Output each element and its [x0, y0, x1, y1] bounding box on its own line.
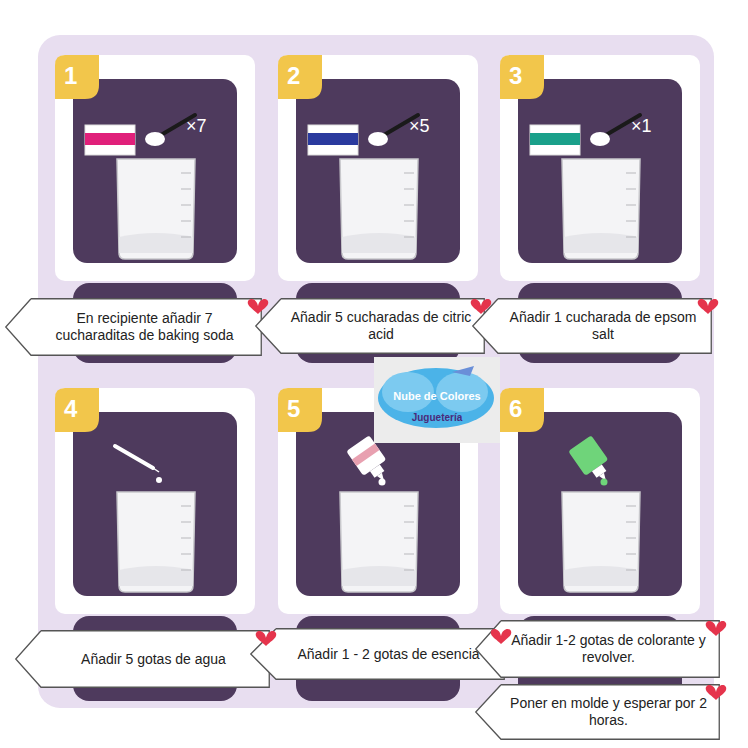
arrow-shape [251, 629, 505, 680]
step-text: Añadir 5 gotas de agua [15, 630, 270, 688]
heart-icon [706, 685, 727, 700]
step-text: Añadir 5 cucharadas de citric acid [255, 298, 485, 354]
arrow-shape [473, 299, 712, 354]
callout-number: 4 [64, 395, 77, 423]
arrow-shape [6, 299, 262, 356]
arrow-shape [16, 631, 270, 688]
panel [38, 35, 714, 708]
step-callout: Poner en molde y esperar por 2 horas. [475, 684, 720, 740]
step-text: Añadir 1 - 2 gotas de esencia [250, 628, 505, 680]
arrow-outline [472, 298, 712, 354]
step-callout: Añadir 1-2 gotas de colorante y revolver… [475, 620, 720, 678]
heart-icon [256, 631, 277, 646]
quantity-mark: ×1 [631, 116, 652, 137]
heart-icon [471, 299, 492, 314]
callout-number: 2 [287, 62, 300, 90]
arrow-shape [476, 621, 720, 678]
callout-number: 1 [64, 62, 77, 90]
step-text: Añadir 1 cucharada de epsom salt [472, 298, 712, 354]
step-text: En recipiente añadir 7 cucharaditas de b… [5, 298, 262, 356]
heart-icon [491, 629, 512, 644]
quantity-mark: ×7 [186, 116, 207, 137]
step-text: Añadir 1-2 gotas de colorante y revolver… [475, 620, 720, 678]
logo [374, 357, 500, 443]
callout-number: 6 [509, 395, 522, 423]
heart-icon [706, 621, 727, 636]
logo-text: Juguetería [412, 412, 463, 423]
step-callout: Añadir 5 cucharadas de citric acid [255, 298, 485, 354]
logo-text: Nube de Colores [393, 390, 480, 402]
heart-icon [248, 299, 269, 314]
callout-number: 5 [287, 395, 300, 423]
arrow-shape [476, 685, 720, 740]
quantity-mark: ×5 [409, 116, 430, 137]
step-callout: Añadir 1 - 2 gotas de esencia [250, 628, 505, 680]
arrow-shape [256, 299, 485, 354]
step-text: Poner en molde y esperar por 2 horas. [475, 684, 720, 740]
heart-icon [698, 299, 719, 314]
step-callout: Añadir 5 gotas de agua [15, 630, 270, 688]
callout-number: 3 [509, 62, 522, 90]
step-callout: Añadir 1 cucharada de epsom salt [472, 298, 712, 354]
step-callout: En recipiente añadir 7 cucharaditas de b… [5, 298, 262, 356]
